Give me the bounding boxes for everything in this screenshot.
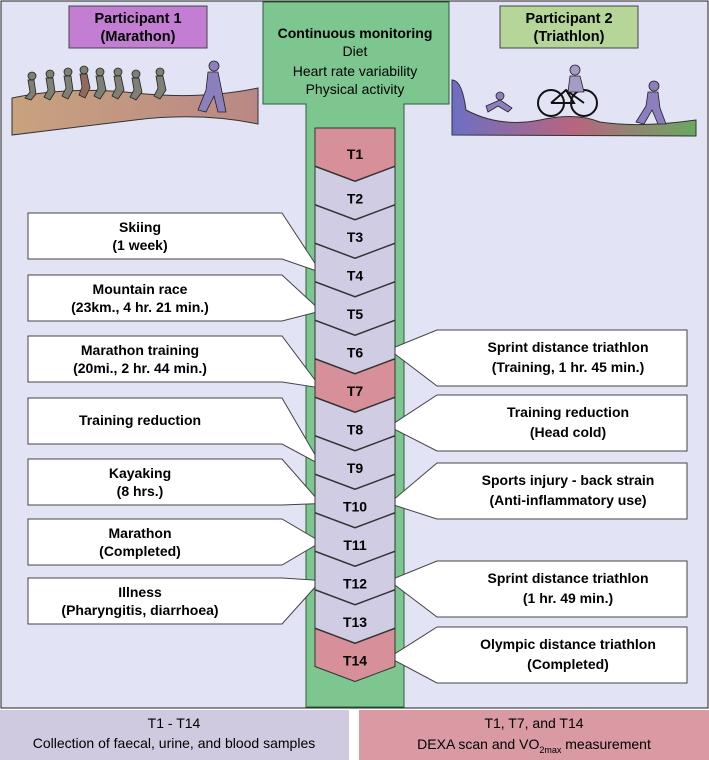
participant-2-subtitle: (Triathlon) [534, 29, 605, 45]
participant-1-title: Participant 1 [94, 11, 181, 27]
right-event-detail: (1 hr. 49 min.) [523, 590, 613, 606]
right-event-callout: Sports injury - back strain (Anti-inflamm… [387, 462, 688, 520]
right-event-callout: Training reduction (Head cold) [388, 394, 688, 452]
monitoring-item: Physical activity [306, 81, 405, 97]
left-event-title: Marathon training [81, 342, 199, 358]
left-event-callout: Skiing (1 week) [27, 212, 323, 274]
timepoint-t6: T6 [314, 320, 396, 374]
right-event-title: Sprint distance triathlon [487, 339, 648, 355]
timepoint-label: T14 [343, 653, 367, 669]
footer-dexa-box: T1, T7, and T14 DEXA scan and VO2max mea… [359, 710, 709, 760]
footer-dexa-text: DEXA scan and VO2max measurement [417, 736, 651, 755]
left-event-title: Marathon [109, 525, 172, 541]
timepoint-label: T3 [347, 229, 364, 245]
footer-samples-title: T1 - T14 [148, 715, 201, 731]
right-event-title: Sports injury - back strain [482, 472, 655, 488]
participant-2-label: Participant 2 (Triathlon) [499, 5, 639, 49]
timepoint-t8: T8 [314, 397, 396, 451]
monitoring-title: Continuous monitoring [278, 25, 433, 41]
left-event-title: Kayaking [109, 465, 171, 481]
timepoint-t4: T4 [314, 243, 396, 297]
triathlon-illustration [451, 64, 697, 137]
timepoint-t14: T14 [314, 628, 396, 682]
timepoint-label: T10 [343, 499, 367, 515]
timepoint-label: T6 [347, 345, 364, 361]
right-event-callout: Sprint distance triathlon (1 hr. 49 min.) [387, 560, 688, 618]
bicycle-icon [537, 88, 598, 117]
footer-dexa-title: T1, T7, and T14 [484, 715, 583, 731]
timepoint-t9: T9 [314, 435, 396, 490]
left-event-callout: Marathon (Completed) [27, 518, 322, 566]
left-event-detail: (20mi., 2 hr. 44 min.) [73, 360, 207, 376]
left-event-detail: (Pharyngitis, diarrhoea) [61, 602, 218, 618]
timepoint-t3: T3 [314, 204, 396, 259]
timepoint-t13: T13 [314, 589, 396, 644]
left-event-title: Skiing [119, 219, 161, 235]
timepoint-label: T12 [343, 576, 367, 592]
right-event-callout: Sprint distance triathlon (Training, 1 hr… [387, 329, 688, 387]
left-event-detail: (23km., 4 hr. 21 min.) [71, 299, 209, 315]
monitoring-item: Heart rate variability [293, 63, 418, 79]
left-event-callout: Marathon training (20mi., 2 hr. 44 min.) [27, 335, 323, 389]
left-event-callout: Kayaking (8 hrs.) [27, 458, 323, 506]
right-event-title: Sprint distance triathlon [487, 570, 648, 586]
left-event-title: Training reduction [79, 412, 201, 428]
participant-2-title: Participant 2 [525, 11, 612, 27]
timepoint-label: T2 [347, 191, 364, 207]
timepoint-label: T13 [343, 614, 367, 630]
left-event-title: Mountain race [93, 281, 188, 297]
monitoring-item: Diet [343, 43, 368, 59]
timepoint-label: T7 [347, 383, 364, 399]
left-event-callout: Training reduction [27, 397, 323, 467]
timepoint-t11: T11 [314, 512, 396, 567]
participant-1-subtitle: (Marathon) [101, 29, 176, 45]
timepoint-label: T4 [347, 268, 364, 284]
right-event-detail: (Completed) [527, 656, 609, 672]
right-event-callout: Olympic distance triathlon (Completed) [388, 626, 688, 684]
left-event-detail: (8 hrs.) [117, 483, 164, 499]
timepoint-label: T9 [347, 460, 364, 476]
right-event-detail: (Training, 1 hr. 45 min.) [492, 359, 644, 375]
footer-samples-box: T1 - T14 Collection of faecal, urine, an… [0, 710, 349, 760]
timepoint-label: T8 [347, 422, 364, 438]
left-event-callout: Illness (Pharyngitis, diarrhoea) [27, 577, 323, 625]
right-event-detail: (Anti-inflammatory use) [489, 492, 646, 508]
footer-samples-text: Collection of faecal, urine, and blood s… [33, 735, 316, 751]
left-event-callout: Mountain race (23km., 4 hr. 21 min.) [27, 274, 323, 322]
left-event-title: Illness [118, 584, 162, 600]
timepoint-label: T1 [347, 146, 364, 162]
timepoint-label: T5 [347, 306, 364, 322]
left-event-detail: (Completed) [99, 543, 181, 559]
marathon-runners-illustration [11, 60, 259, 136]
timepoint-label: T11 [343, 537, 367, 553]
right-event-title: Training reduction [507, 404, 629, 420]
participant-1-label: Participant 1 (Marathon) [68, 5, 208, 49]
left-event-detail: (1 week) [112, 237, 167, 253]
right-event-title: Olympic distance triathlon [480, 636, 656, 652]
timepoint-t1: T1 [314, 127, 396, 182]
right-event-detail: (Head cold) [530, 424, 606, 440]
